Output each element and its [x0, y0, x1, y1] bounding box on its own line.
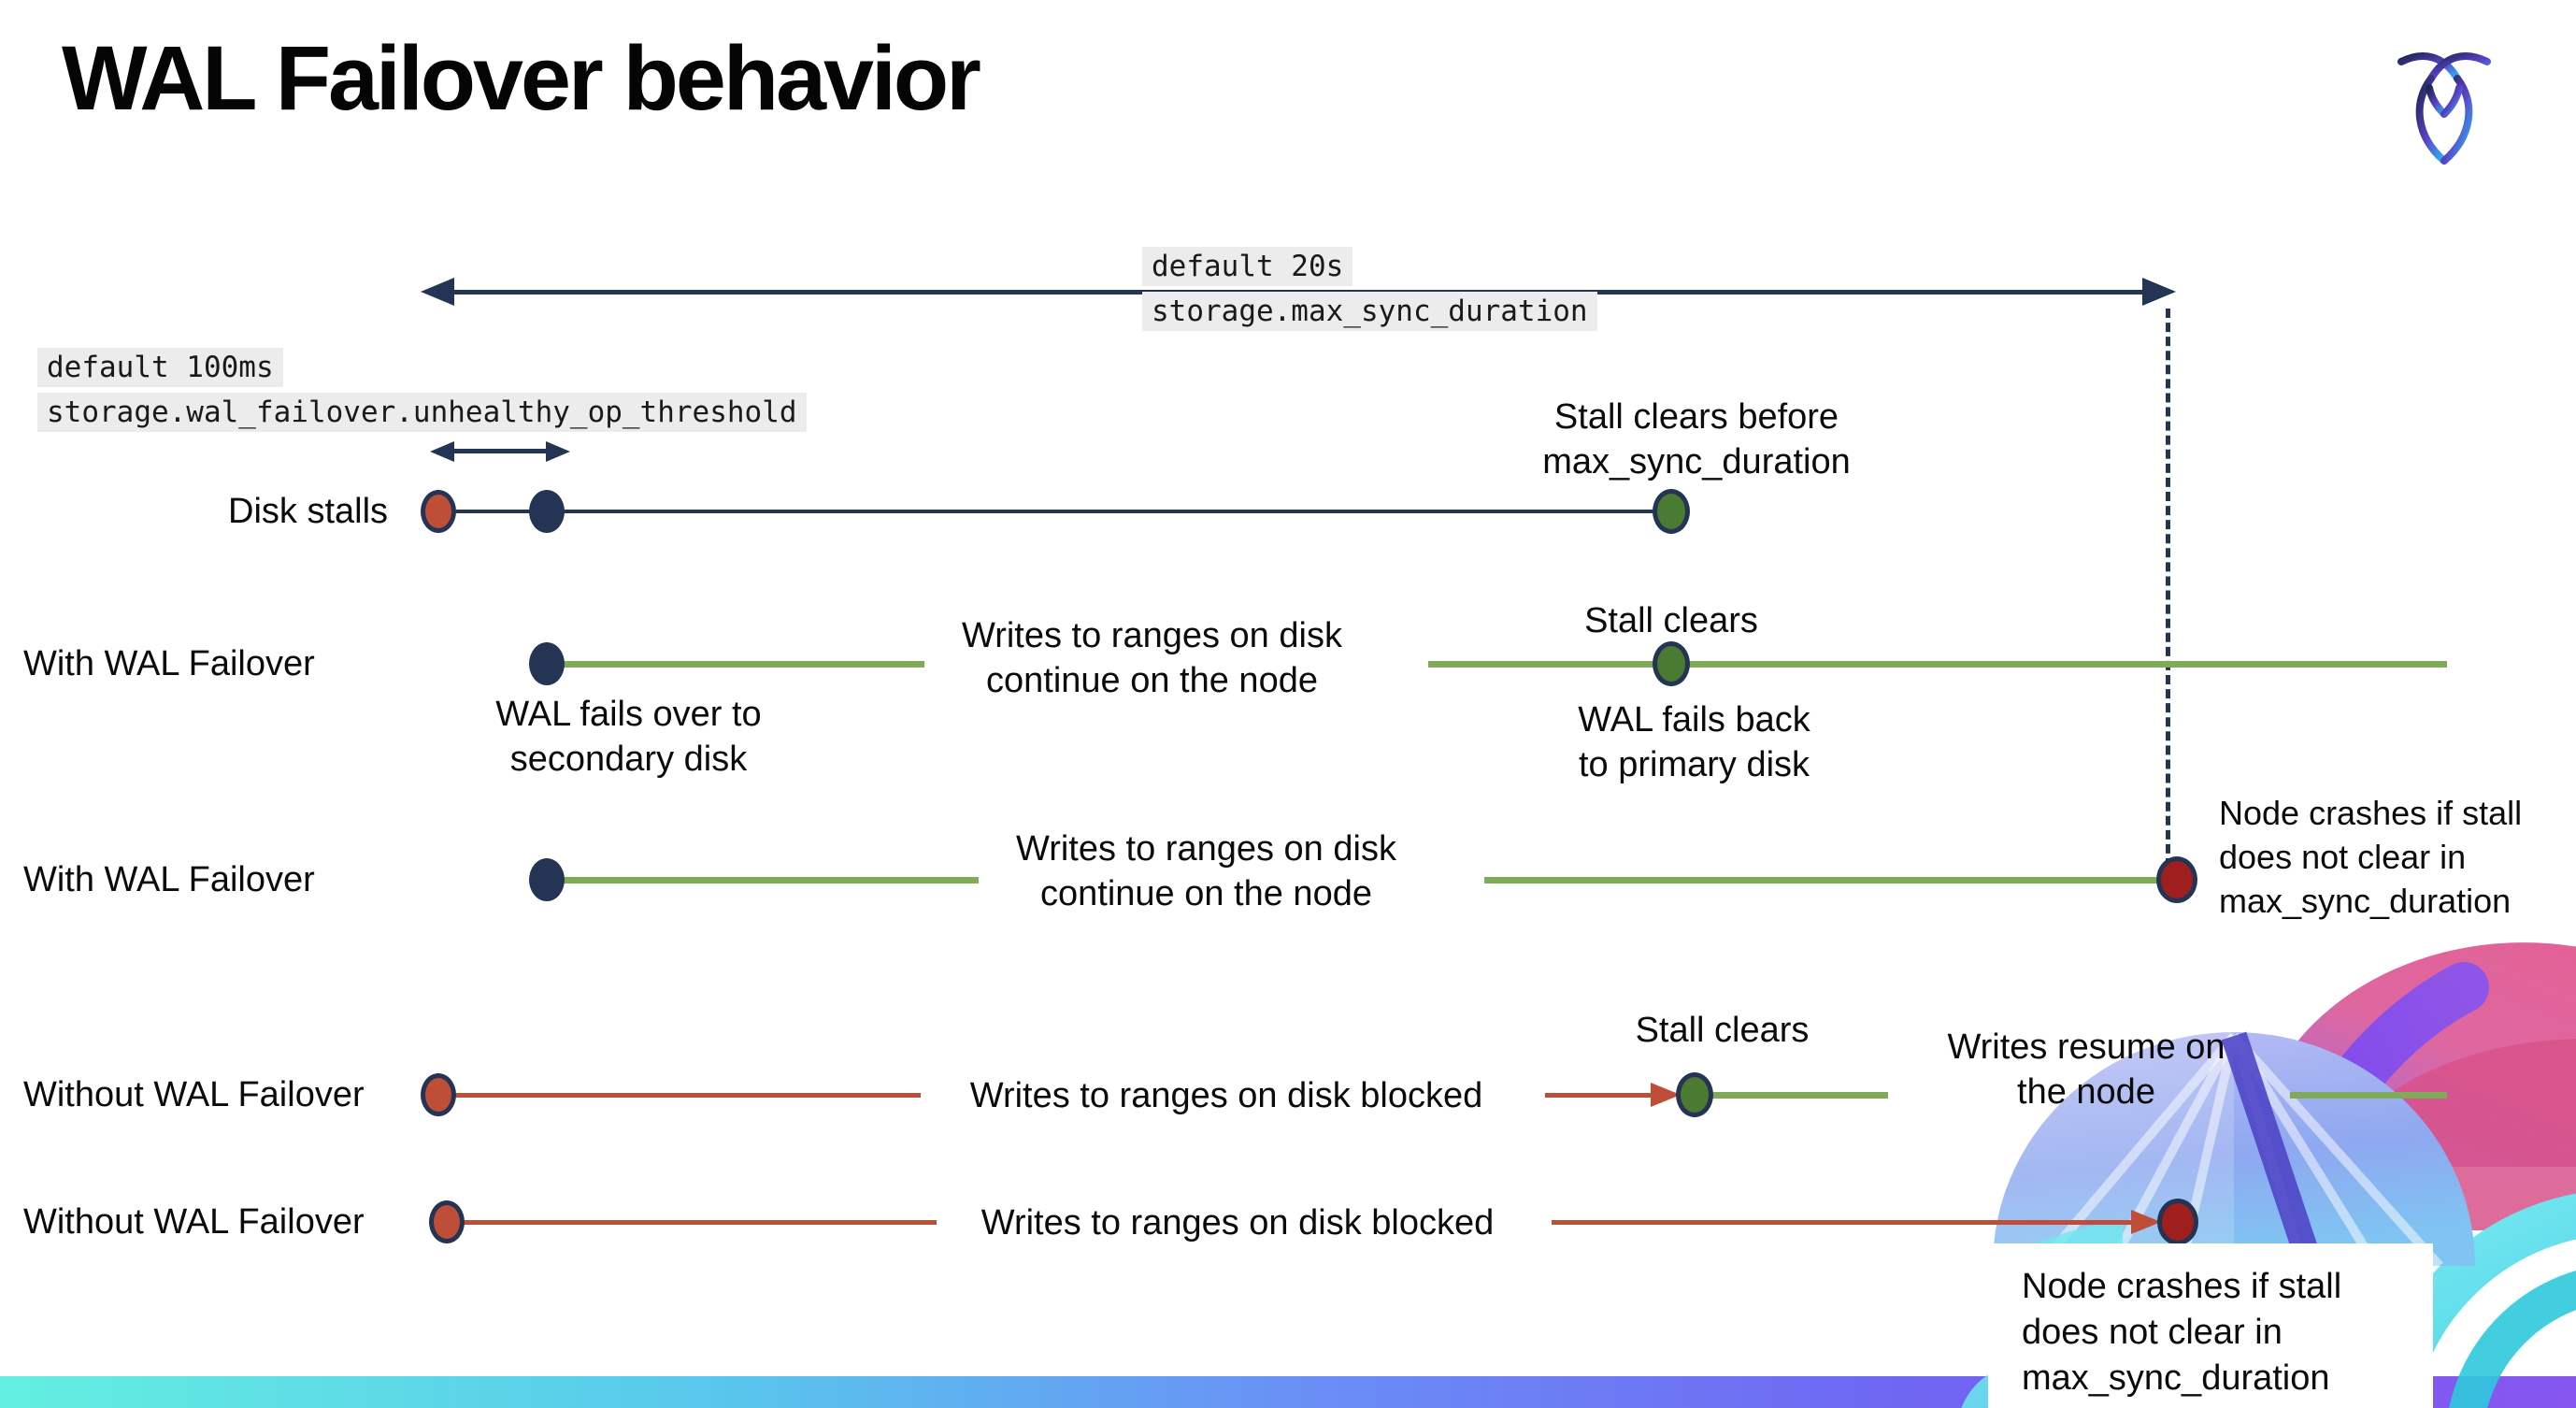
- row-label-disk-stalls: Disk stalls: [228, 492, 389, 531]
- row5-red-line: [458, 1220, 937, 1225]
- note-writes-continue-row3: Writes to ranges on disk continue on the…: [1016, 829, 1396, 913]
- max-sync-default-label: default 20s: [1142, 247, 1353, 286]
- cockroach-logo-icon: [2396, 47, 2493, 166]
- note-fails-back: WAL fails back to primary disk: [1578, 700, 1810, 784]
- node-crash-callout-box: Node crashes if stall does not clear in …: [1988, 1243, 2433, 1408]
- note-writes-blocked-row5: Writes to ranges on disk blocked: [980, 1203, 1495, 1243]
- failover-trigger-dot-row3: [529, 858, 565, 901]
- note-writes-continue-row2: Writes to ranges on disk continue on the…: [962, 616, 1342, 700]
- note-fails-over: WAL fails over to secondary disk: [495, 695, 762, 779]
- failover-threshold-dot: [529, 490, 565, 533]
- stall-clears-dot-row2: [1653, 641, 1690, 686]
- stall-start-dot-row5: [429, 1200, 465, 1243]
- note-stall-clears-before: Stall clears before max_sync_duration: [1542, 397, 1851, 481]
- note-node-crashes-row3: Node crashes if stall does not clear in …: [2219, 794, 2523, 920]
- threshold-arrowhead-left: [430, 441, 454, 462]
- row4-red-arrow-line: [1545, 1093, 1659, 1098]
- threshold-setting-label: storage.wal_failover.unhealthy_op_thresh…: [37, 393, 807, 432]
- row5-red-arrow-line: [1552, 1220, 2139, 1225]
- row-label-without-wal-failover-1: Without WAL Failover: [23, 1075, 365, 1114]
- node-crash-dot-row3: [2156, 856, 2197, 903]
- threshold-arrowhead-right: [546, 441, 570, 462]
- note-node-crashes-row5: Node crashes if stall does not clear in …: [2022, 1267, 2342, 1398]
- row4-green-line-b: [2290, 1092, 2447, 1099]
- threshold-arrow-line: [447, 449, 548, 453]
- stall-clears-dot-row1: [1653, 489, 1690, 534]
- row3-green-line-a: [556, 877, 979, 884]
- row-label-with-wal-failover-1: With WAL Failover: [23, 644, 315, 683]
- disk-stall-start-dot: [421, 490, 456, 533]
- threshold-default-label: default 100ms: [37, 348, 283, 387]
- row4-red-line: [449, 1093, 921, 1098]
- stall-start-dot-row4: [421, 1073, 456, 1116]
- max-sync-duration-arrowhead-left: [421, 278, 454, 306]
- note-stall-clears-row4: Stall clears: [1635, 1011, 1810, 1050]
- row4-green-line-a: [1707, 1092, 1888, 1099]
- row4-red-arrowhead: [1651, 1083, 1681, 1107]
- page-title: WAL Failover behavior: [62, 27, 981, 129]
- max-sync-setting-label: storage.max_sync_duration: [1142, 292, 1597, 331]
- max-sync-deadline-dashed-line: [2166, 309, 2170, 868]
- node-crash-dot-row5: [2157, 1199, 2198, 1245]
- max-sync-duration-arrowhead-right: [2142, 278, 2176, 306]
- disk-stall-timeline: [438, 510, 1671, 513]
- row2-green-line-b: [1428, 661, 2447, 668]
- note-stall-clears-row2: Stall clears: [1584, 601, 1758, 640]
- row3-green-line-b: [1484, 877, 2173, 884]
- stall-clears-dot-row4: [1676, 1072, 1713, 1117]
- row5-red-arrowhead: [2131, 1210, 2161, 1234]
- row2-green-line-a: [556, 661, 924, 668]
- row-label-with-wal-failover-2: With WAL Failover: [23, 860, 315, 899]
- failover-trigger-dot-row2: [529, 642, 565, 685]
- note-writes-blocked-row4: Writes to ranges on disk blocked: [969, 1076, 1483, 1115]
- row-label-without-wal-failover-2: Without WAL Failover: [23, 1202, 365, 1242]
- note-writes-resume: Writes resume on the node: [1947, 1027, 2225, 1112]
